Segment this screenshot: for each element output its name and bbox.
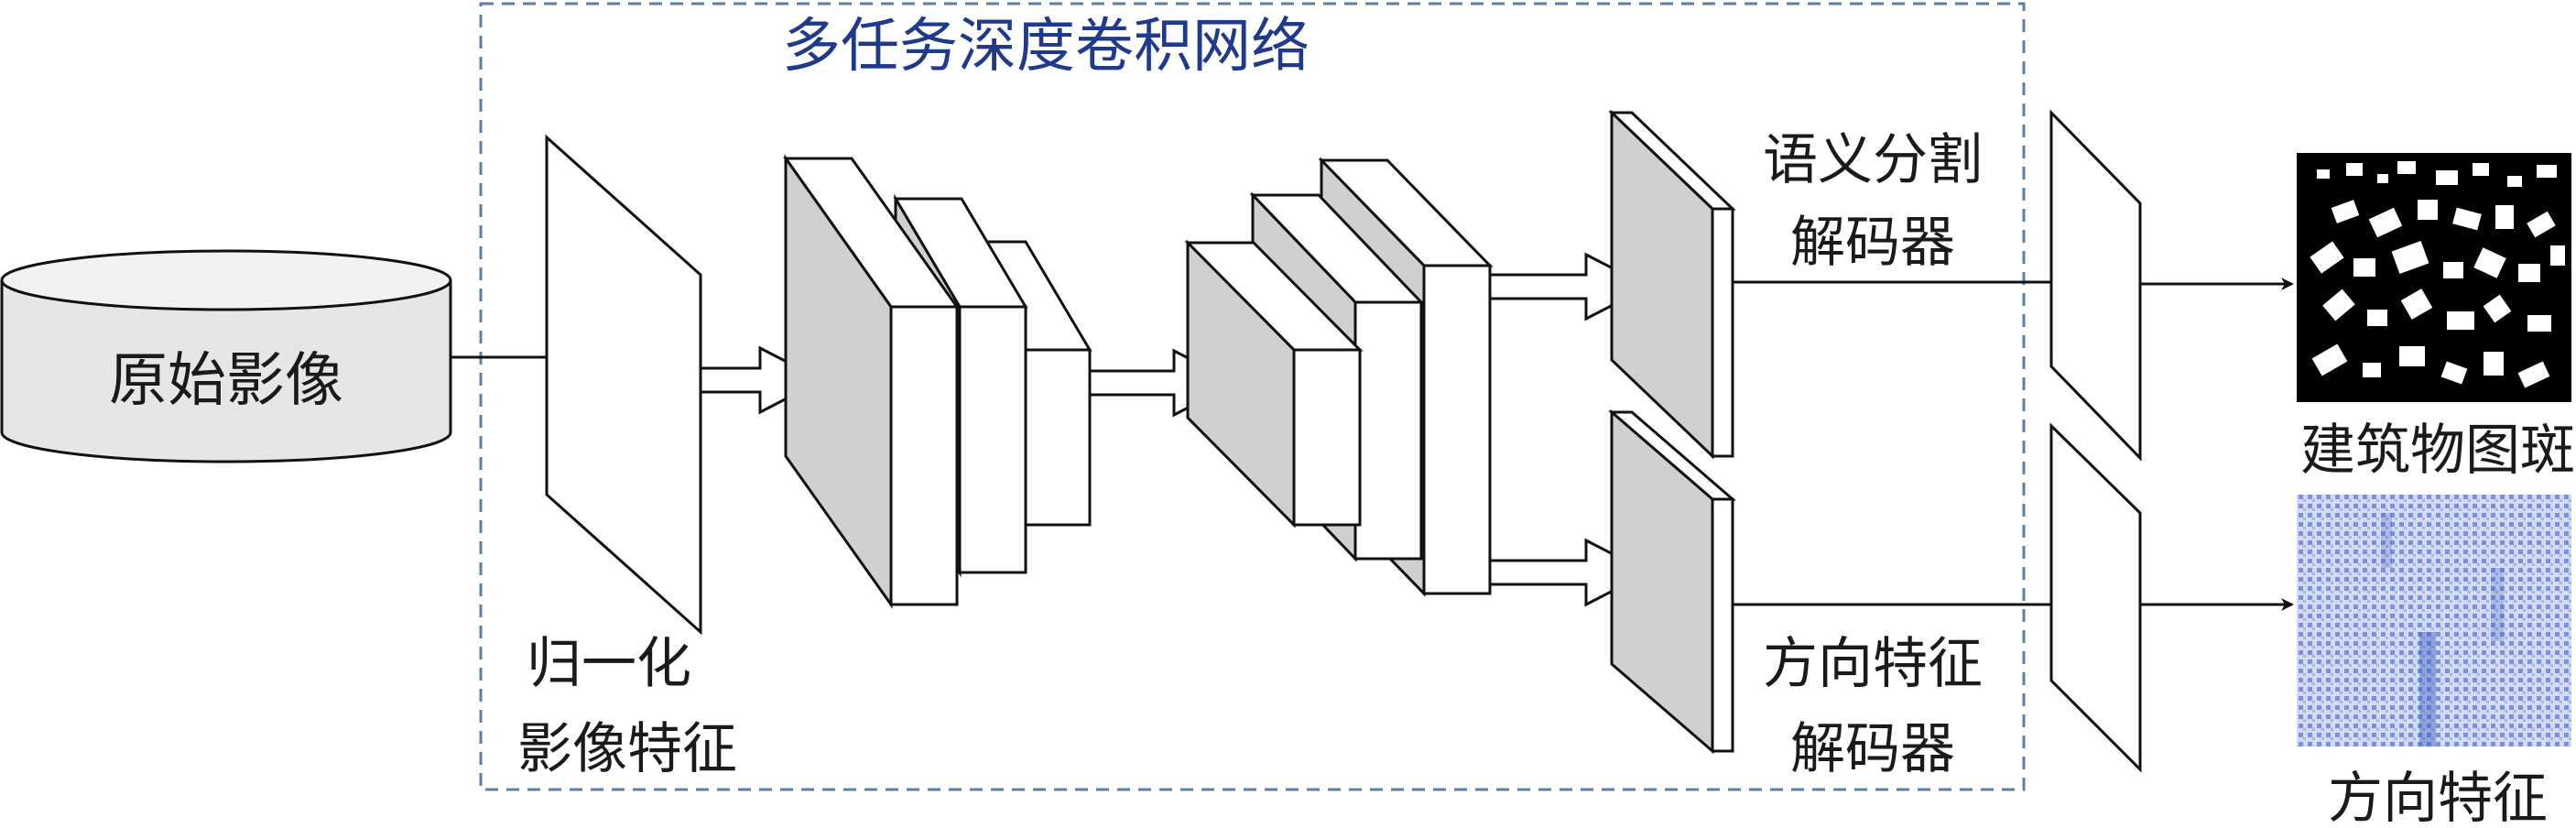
output-bottom-label: 方向特征 <box>2328 767 2548 828</box>
output-top-label: 建筑物图斑 <box>2300 419 2575 483</box>
dir-decoder-block <box>1607 409 1737 755</box>
building-mask-image <box>2297 153 2571 402</box>
normalize-label-line1: 归一化 <box>527 632 691 696</box>
input-label: 原始影像 <box>109 347 343 415</box>
encoder-block-group-1 <box>783 154 1092 609</box>
network-frame <box>479 2 2026 791</box>
encoder-block-group-2 <box>1184 157 1494 597</box>
seg-decoder-label-line2: 解码器 <box>1790 211 1955 275</box>
seg-decoder-label-line1: 语义分割 <box>1763 128 1983 192</box>
normalize-label-line2: 影像特征 <box>517 717 737 781</box>
normalize-plane <box>545 134 702 636</box>
network-title: 多任务深度卷积网络 <box>782 13 1310 81</box>
input-cylinder <box>0 249 452 463</box>
dir-decoder-label-line2: 解码器 <box>1790 717 1955 781</box>
seg-output-plane <box>2049 109 2142 462</box>
seg-decoder-block <box>1608 109 1736 460</box>
dir-output-plane <box>2049 422 2142 773</box>
dir-decoder-label-line1: 方向特征 <box>1763 632 1983 696</box>
direction-feature-image <box>2297 495 2571 746</box>
